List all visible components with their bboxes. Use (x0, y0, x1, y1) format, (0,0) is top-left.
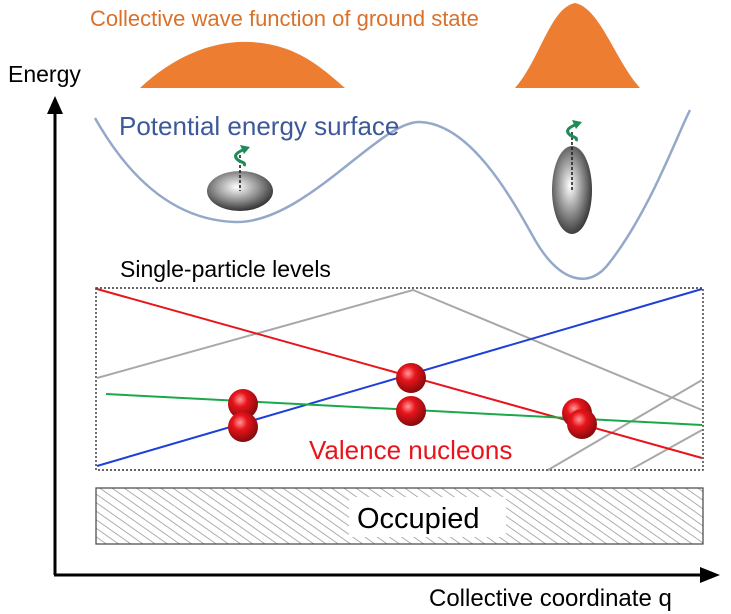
nucleon-sphere-icon (396, 396, 426, 426)
rotation-arrow-icon (234, 147, 247, 167)
occupied-label: Occupied (357, 503, 480, 535)
energy-axis-label: Energy (8, 61, 81, 87)
pes-label: Potential energy surface (119, 111, 399, 141)
nucleon-sphere-icon (396, 363, 426, 393)
level-line-gray-peak (96, 288, 703, 411)
level-line-gray-short (629, 429, 703, 471)
axes (47, 96, 720, 583)
x-axis-label: Collective coordinate q (429, 585, 672, 612)
rotation-arrow-tip (240, 145, 250, 154)
valence-nucleons (228, 363, 597, 442)
x-axis-arrowhead (700, 567, 720, 583)
nucleon-sphere-icon (228, 389, 258, 419)
prolate-nucleus (552, 120, 592, 234)
wave-functions (140, 3, 640, 88)
valence-nucleons-label: Valence nucleons (309, 435, 512, 465)
wave-function-prolate (515, 3, 640, 88)
y-axis-arrowhead (47, 96, 63, 114)
level-line-gray-lower (547, 379, 703, 471)
occupied-label-background (349, 497, 506, 537)
oblate-nucleus (207, 145, 273, 211)
nucleon-sphere-icon (228, 412, 258, 442)
rotation-arrow-tip (572, 120, 582, 129)
wave-function-label: Collective wave function of ground state (90, 6, 479, 31)
rotation-arrow-icon (566, 122, 579, 142)
single-particle-levels-box (95, 287, 704, 471)
single-particle-levels-label: Single-particle levels (120, 256, 331, 282)
nucleon-sphere-icon (567, 409, 597, 439)
wave-function-oblate (140, 41, 345, 88)
potential-energy-surface-curve (93, 109, 692, 280)
